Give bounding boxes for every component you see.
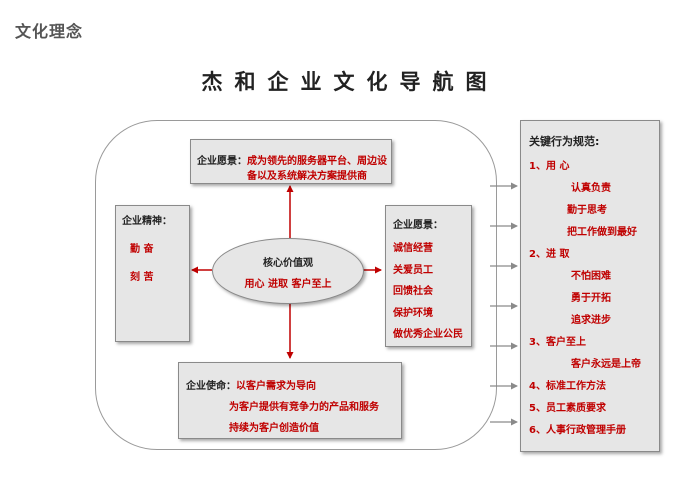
spirit-label: 企业精神： <box>122 216 172 227</box>
mission-text: 以客户需求为导向 <box>236 381 316 392</box>
core-values-text: 用心 进取 客户至上 <box>244 279 332 290</box>
vision-box-right: 企业愿景： 诚信经营 关爱员工 回馈社会 保护环境 做优秀企业公民 <box>385 205 472 347</box>
conduct-item: 2、进 取 <box>529 249 570 260</box>
conduct-item: 客户永远是上帝 <box>571 359 641 370</box>
mission-line2: 为客户提供有竞争力的产品和服务 <box>229 402 379 413</box>
conduct-item: 把工作做到最好 <box>567 227 637 238</box>
vision-right-label: 企业愿景： <box>393 220 443 231</box>
vision-right-item: 诚信经营 <box>393 243 433 254</box>
vision-line2: 备以及系统解决方案提供商 <box>247 171 367 182</box>
vision-right-item: 回馈社会 <box>393 286 433 297</box>
vision-text: 成为领先的服务器平台、周边设 <box>247 156 387 167</box>
conduct-item: 4、标准工作方法 <box>529 381 606 392</box>
conduct-item: 3、客户至上 <box>529 337 586 348</box>
conduct-item: 认真负责 <box>571 183 611 194</box>
vision-right-item: 关爱员工 <box>393 265 433 276</box>
conduct-item: 勇于开拓 <box>571 293 611 304</box>
mission-label: 企业使命： <box>186 381 236 392</box>
main-title: 杰和企业文化导航图 <box>201 69 499 94</box>
mission-line1: 企业使命：以客户需求为导向 <box>186 377 316 392</box>
vision-box-top: 企业愿景：成为领先的服务器平台、周边设 备以及系统解决方案提供商 <box>190 139 392 184</box>
vision-right-item: 做优秀企业公民 <box>393 329 463 340</box>
mission-box: 企业使命：以客户需求为导向 为客户提供有竞争力的产品和服务 持续为客户创造价值 <box>178 362 402 439</box>
conduct-item: 1、用 心 <box>529 161 570 172</box>
spirit-box: 企业精神： 勤 奋 刻 苦 <box>115 205 190 342</box>
vision-right-item: 保护环境 <box>393 308 433 319</box>
conduct-item: 不怕困难 <box>571 271 611 282</box>
core-values-ellipse: 核心价值观 用心 进取 客户至上 <box>212 238 364 304</box>
vision-label: 企业愿景： <box>197 156 247 167</box>
conduct-item: 追求进步 <box>571 315 611 326</box>
core-values-label: 核心价值观 <box>263 258 313 269</box>
conduct-title: 关键行为规范: <box>529 135 600 148</box>
mission-line3: 持续为客户创造价值 <box>229 423 319 434</box>
spirit-item: 勤 奋 <box>130 244 154 255</box>
section-title: 文化理念 <box>15 22 84 41</box>
conduct-panel: 关键行为规范: 1、用 心 认真负责 勤于思考 把工作做到最好 2、进 取 不怕… <box>520 120 660 452</box>
conduct-item: 勤于思考 <box>567 205 607 216</box>
conduct-item: 5、员工素质要求 <box>529 403 606 414</box>
conduct-item: 6、人事行政管理手册 <box>529 425 626 436</box>
vision-line1: 企业愿景：成为领先的服务器平台、周边设 <box>197 152 387 167</box>
spirit-item: 刻 苦 <box>130 272 154 283</box>
